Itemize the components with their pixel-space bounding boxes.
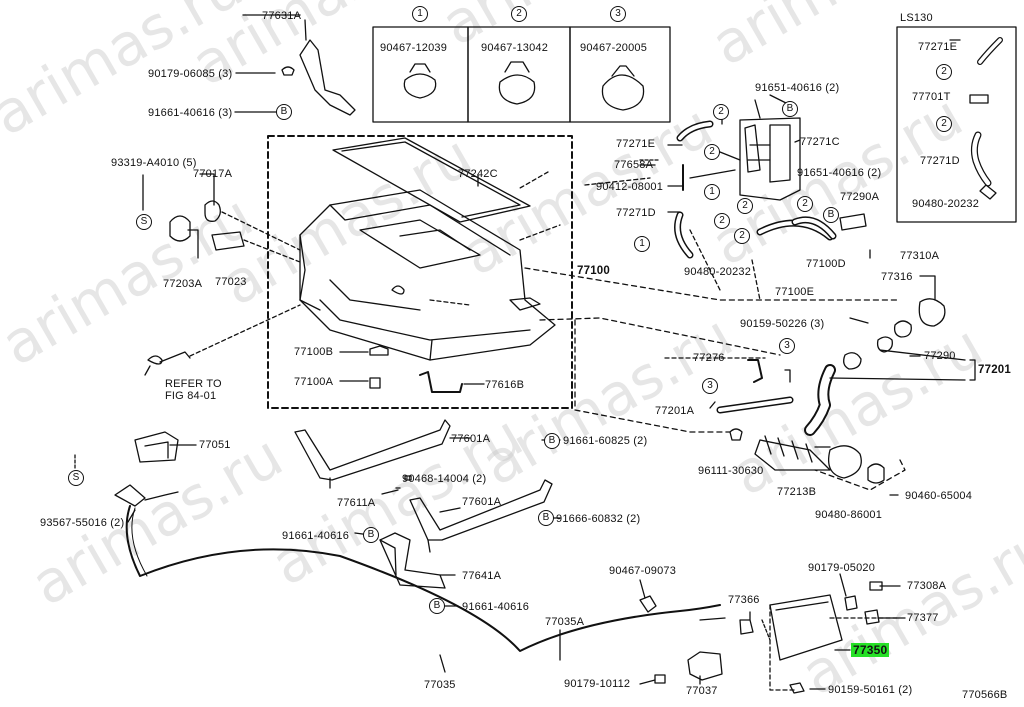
legend-part-1[interactable]: 90467-12039: [380, 42, 448, 54]
clamp-mark-3: 3: [779, 338, 795, 354]
part-label-77035A[interactable]: 77035A: [545, 616, 585, 628]
legend-part-3[interactable]: 90467-20005: [580, 42, 648, 54]
part-label-77310A[interactable]: 77310A: [900, 250, 940, 262]
part-label-77242C[interactable]: 77242C: [458, 168, 498, 180]
part-label-90179-06085[interactable]: 90179-06085 (3): [148, 68, 233, 80]
part-label-90467-09073[interactable]: 90467-09073: [609, 565, 677, 577]
part-label-90480-86001[interactable]: 90480-86001: [815, 509, 883, 521]
part-label-77377[interactable]: 77377: [907, 612, 939, 624]
legend-mark-3: 3: [610, 6, 626, 22]
clamp-mark-2: 2: [704, 144, 720, 160]
figure-code: 770566B: [962, 689, 1008, 701]
part-label-77213B[interactable]: 77213B: [777, 486, 817, 498]
part-label-i90480-20232[interactable]: 90480-20232: [912, 198, 980, 210]
bolt-mark-b: B: [276, 104, 292, 120]
bolt-mark-b: B: [823, 207, 839, 223]
bolt-mark-s: S: [136, 214, 152, 230]
part-label-77100[interactable]: 77100: [577, 265, 610, 277]
part-label-91661-40616-3[interactable]: 91661-40616 (3): [148, 107, 233, 119]
part-label-90159-50226[interactable]: 90159-50226 (3): [740, 318, 825, 330]
part-label-90412-08001[interactable]: 90412-08001: [596, 181, 664, 193]
part-label-77290[interactable]: 77290: [924, 350, 956, 362]
clamp-mark-1: 1: [634, 236, 650, 252]
part-label-90460-65004[interactable]: 90460-65004: [905, 490, 973, 502]
part-label-77641A[interactable]: 77641A: [462, 570, 502, 582]
clamp-mark-2: 2: [737, 198, 753, 214]
part-label-77316[interactable]: 77316: [881, 271, 913, 283]
legend-part-2[interactable]: 90467-13042: [481, 42, 549, 54]
part-label-91651-40616-b[interactable]: 91651-40616 (2): [797, 167, 882, 179]
part-label-77290A[interactable]: 77290A: [840, 191, 880, 203]
part-label-77023[interactable]: 77023: [215, 276, 247, 288]
clamp-mark-1: 1: [704, 184, 720, 200]
legend-mark-1: 1: [412, 6, 428, 22]
inset-title: LS130: [900, 12, 933, 24]
part-label-91661-60825[interactable]: 91661-60825 (2): [563, 435, 648, 447]
part-label-77100B[interactable]: 77100B: [294, 346, 334, 358]
part-label-77100A[interactable]: 77100A: [294, 376, 334, 388]
part-label-90179-10112[interactable]: 90179-10112: [564, 678, 631, 690]
part-label-i77271D[interactable]: 77271D: [920, 155, 960, 167]
refer-note-line2: FIG 84-01: [165, 390, 217, 402]
clamp-mark-2: 2: [936, 116, 952, 132]
part-label-77601A-upper[interactable]: 77601A: [451, 433, 491, 445]
part-label-77601A-lower[interactable]: 77601A: [462, 496, 502, 508]
refer-note-line1: REFER TO: [165, 378, 222, 390]
part-label-77035[interactable]: 77035: [424, 679, 456, 691]
clamp-mark-2: 2: [936, 64, 952, 80]
part-label-77271C[interactable]: 77271C: [800, 136, 840, 148]
part-label-77631A[interactable]: 77631A: [262, 10, 302, 22]
bolt-mark-s: S: [68, 470, 84, 486]
part-label-77271E[interactable]: 77271E: [616, 138, 656, 150]
part-label-77051[interactable]: 77051: [199, 439, 231, 451]
part-label-77611A[interactable]: 77611A: [337, 497, 376, 509]
bolt-mark-b: B: [429, 598, 445, 614]
part-label-93319-a4010[interactable]: 93319-A4010 (5): [111, 157, 197, 169]
part-label-77017A[interactable]: 77017A: [193, 168, 233, 180]
part-label-77201A[interactable]: 77201A: [655, 405, 695, 417]
part-77100B: [369, 345, 389, 356]
legend-box-3: [569, 26, 671, 123]
clamp-mark-2: 2: [797, 196, 813, 212]
part-label-77100E[interactable]: 77100E: [775, 286, 815, 298]
clamp-mark-2: 2: [713, 104, 729, 120]
part-label-77658A[interactable]: 77658A: [614, 159, 654, 171]
clamp-mark-3: 3: [702, 378, 718, 394]
legend-mark-2: 2: [511, 6, 527, 22]
part-label-77616B[interactable]: 77616B: [485, 379, 525, 391]
part-label-77308A[interactable]: 77308A: [907, 580, 947, 592]
part-label-91651-40616-a[interactable]: 91651-40616 (2): [755, 82, 840, 94]
part-label-77203A[interactable]: 77203A: [163, 278, 203, 290]
bolt-mark-b: B: [782, 101, 798, 117]
clamp-mark-2: 2: [734, 228, 750, 244]
part-label-91661-40616-low[interactable]: 91661-40616: [462, 601, 530, 613]
part-label-93567-55016[interactable]: 93567-55016 (2): [40, 517, 125, 529]
part-label-77271D[interactable]: 77271D: [616, 207, 656, 219]
part-label-90480-20232[interactable]: 90480-20232: [684, 266, 752, 278]
bolt-mark-b: B: [363, 527, 379, 543]
part-label-77276[interactable]: 77276: [693, 352, 725, 364]
part-label-91666-60832[interactable]: 91666-60832 (2): [556, 513, 641, 525]
part-label-77100D[interactable]: 77100D: [806, 258, 846, 270]
part-label-90179-05020[interactable]: 90179-05020: [808, 562, 876, 574]
part-label-90468-14004[interactable]: 90468-14004 (2): [402, 473, 487, 485]
part-label-i77271E[interactable]: 77271E: [918, 41, 958, 53]
part-label-96111-30630[interactable]: 96111-30630: [698, 465, 764, 477]
bolt-mark-b: B: [538, 510, 554, 526]
part-label-77350-highlighted[interactable]: 77350: [851, 643, 890, 657]
part-77100A: [369, 377, 381, 389]
part-label-77037[interactable]: 77037: [686, 685, 718, 697]
part-label-i77701T[interactable]: 77701T: [912, 91, 951, 103]
inset-box: [896, 26, 1017, 223]
part-label-77201[interactable]: 77201: [978, 364, 1011, 376]
clamp-mark-2: 2: [714, 213, 730, 229]
part-label-91661-40616-mid[interactable]: 91661-40616: [282, 530, 350, 542]
bolt-mark-b: B: [544, 433, 560, 449]
part-label-90159-50161[interactable]: 90159-50161 (2): [828, 684, 913, 696]
part-label-77366[interactable]: 77366: [728, 594, 760, 606]
